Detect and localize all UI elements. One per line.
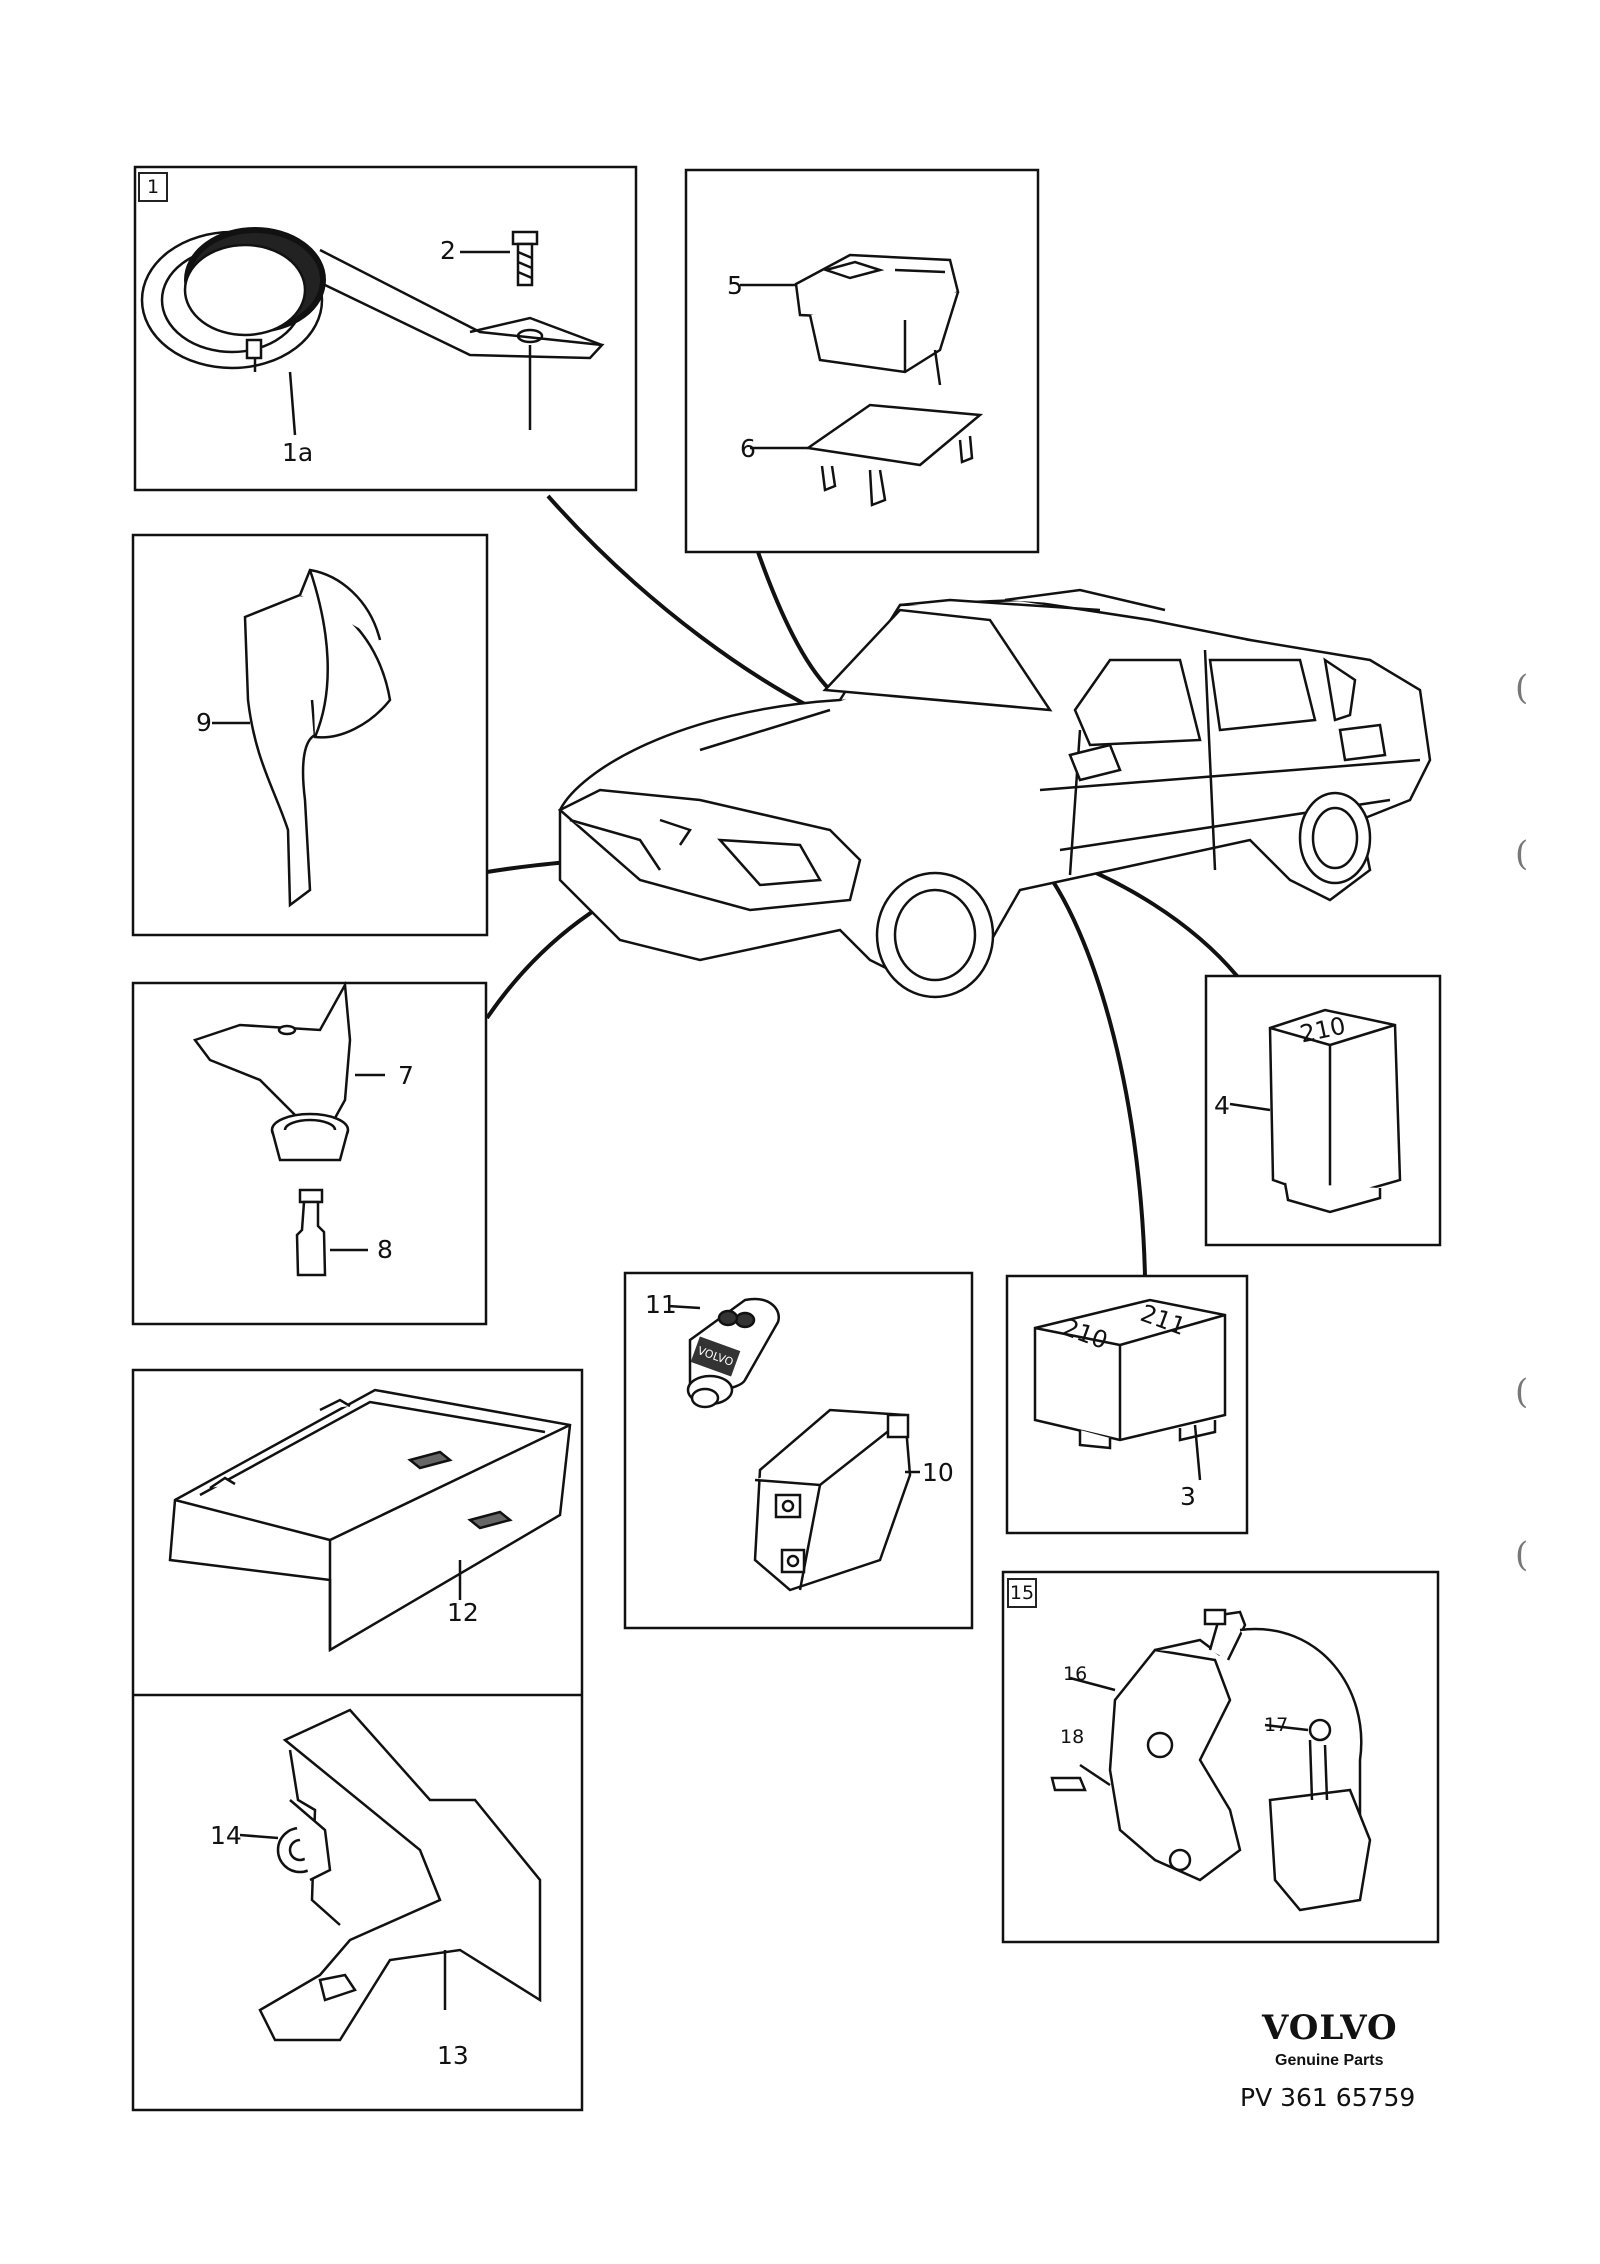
panel-relay4 (1204, 974, 1442, 1247)
receiver-illustration (753, 1408, 920, 1592)
margin-mark: ( (1515, 834, 1529, 874)
callout-8: 8 (377, 1235, 393, 1264)
callout-5: 5 (727, 271, 743, 300)
callout-17: 17 (1264, 1714, 1289, 1736)
callout-7: 7 (398, 1061, 414, 1090)
document-number: PV 361 65759 (1240, 2083, 1416, 2112)
panel-remote (623, 1271, 974, 1630)
bracket-illustration (212, 568, 392, 908)
clip-bracket-illustration (239, 1708, 542, 2042)
car-illustration (557, 588, 1432, 999)
switch-illustration (740, 253, 984, 507)
panel-bracket (131, 533, 489, 937)
callout-1a: 1a (282, 438, 314, 467)
margin-mark: ( (1515, 1535, 1529, 1575)
lock-illustration (1050, 1608, 1372, 1912)
brand-tagline: Genuine Parts (1275, 2052, 1384, 2069)
panel-switch (684, 168, 1040, 554)
panel-holder (131, 1368, 584, 2112)
callout-18: 18 (1060, 1726, 1085, 1748)
panel-lock (1001, 1570, 1440, 1944)
callout-11: 11 (645, 1290, 677, 1319)
callout-9: 9 (196, 708, 212, 737)
callout-10: 10 (922, 1458, 954, 1487)
callout-6: 6 (740, 434, 756, 463)
callout-16: 16 (1063, 1663, 1088, 1685)
margin-mark: ( (1515, 668, 1529, 708)
horn-illustration (140, 227, 605, 436)
callout-14: 14 (210, 1821, 242, 1850)
relay4-illustration (1229, 1008, 1402, 1214)
brand-logo: VOLVO (1262, 2008, 1398, 2048)
sensor-bracket-illustration (192, 980, 385, 1277)
callout-2: 2 (440, 236, 456, 265)
relay3-illustration (1033, 1298, 1227, 1481)
callout-3: 3 (1180, 1482, 1196, 1511)
callout-4: 4 (1214, 1091, 1230, 1120)
panel-horn (133, 165, 638, 492)
margin-mark: ( (1515, 1372, 1529, 1412)
panel-relay3 (1005, 1274, 1249, 1535)
panel-sensor-bracket (131, 981, 488, 1326)
screw-illustration (460, 230, 539, 287)
callout-13: 13 (437, 2041, 469, 2070)
callout-12: 12 (447, 1598, 479, 1627)
panel-number-tag: 1 (138, 172, 168, 202)
tray-illustration (168, 1388, 572, 1653)
panel-number-tag: 15 (1007, 1578, 1037, 1608)
